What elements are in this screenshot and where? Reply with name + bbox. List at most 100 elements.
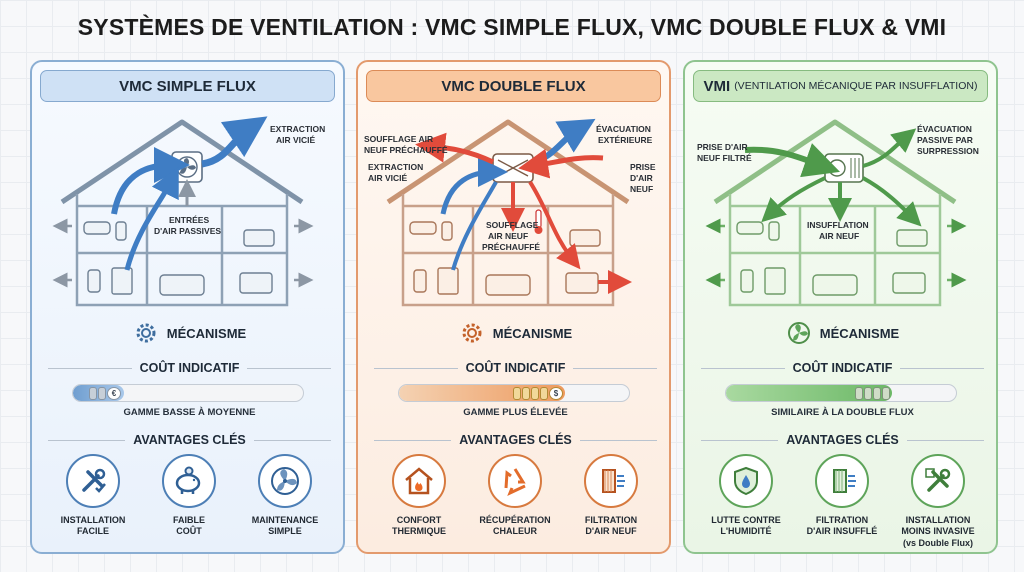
coins-icon: $ (513, 386, 564, 400)
fan-unit-icon (824, 153, 864, 183)
furniture (736, 221, 928, 296)
cost-text: GAMME PLUS ÉLEVÉE (463, 407, 568, 418)
house-fire-icon (405, 467, 433, 495)
advantages-heading: AVANTAGES CLÉS (374, 430, 658, 450)
house-outline (386, 119, 630, 205)
advantage-label: FAIBLE COÛT (172, 515, 205, 537)
cost-text: GAMME BASSE À MOYENNE (123, 407, 256, 418)
advantages-title: AVANTAGES CLÉS (459, 433, 572, 447)
coin (513, 386, 522, 400)
coin (873, 386, 882, 400)
house-diagram: EXTRACTION AIR VICIÉ ENTRÉES D'AIR PASSI… (52, 116, 325, 307)
page-title: SYSTÈMES DE VENTILATION : VMC SIMPLE FLU… (77, 14, 947, 40)
currency-icon: $ (549, 386, 564, 400)
label-extraction: EXTRACTION (270, 124, 325, 134)
cost-heading: COÛT INDICATIF (374, 358, 658, 378)
cost-bar-fill (726, 385, 892, 401)
advantage-label: INSTALLATION FACILE (60, 515, 126, 537)
advantages-heading: AVANTAGES CLÉS (701, 430, 985, 450)
advantages-heading: AVANTAGES CLÉS (48, 430, 332, 450)
cost-bar: $ (398, 384, 630, 402)
mechanism-label: MÉCANISME (166, 325, 247, 341)
fan-unit-icon (171, 151, 203, 183)
panel-title: VMC DOUBLE FLUX (441, 77, 586, 95)
soufflage-right-arrow (528, 180, 581, 270)
shield-drop-icon (734, 466, 758, 496)
label-exterieure: EXTÉRIEURE (598, 135, 653, 145)
coins-icon: € (89, 386, 122, 400)
cost-heading: COÛT INDICATIF (701, 358, 985, 378)
label-extraction: EXTRACTION (368, 162, 423, 172)
cost-text: SIMILAIRE À LA DOUBLE FLUX (771, 407, 914, 418)
cost-heading: COÛT INDICATIF (48, 358, 332, 378)
mechanism-heading: MÉCANISME (32, 318, 343, 348)
advantage-label: CONFORT THERMIQUE (392, 515, 446, 537)
panel-vmc-double-flux: VMC DOUBLE FLUX SOUFFLAGE AIR (356, 60, 671, 554)
coin (98, 386, 107, 400)
coin (531, 386, 540, 400)
thermometer-icon (534, 209, 543, 234)
fan-icon (787, 322, 810, 344)
prise-air-arrow (518, 148, 604, 179)
cost-title: COÛT INDICATIF (792, 361, 893, 375)
wall-outlet-arrows (705, 218, 967, 288)
panel-header: VMC DOUBLE FLUX (366, 70, 661, 102)
advantage-filtration-air-insuffle: FILTRATION D'AIR INSUFFLÉ (797, 454, 887, 538)
label-air-vicie: AIR VICIÉ (276, 135, 316, 145)
coin (89, 386, 98, 400)
gear-icon (136, 323, 156, 343)
tools-icon (82, 468, 106, 493)
label-neuf-prechauffe: NEUF PRÉCHAUFFÉ (364, 145, 448, 155)
evacuation-arrow (862, 128, 917, 168)
label-air-vicie: AIR VICIÉ (368, 173, 408, 183)
furniture (83, 221, 275, 296)
label-soufflage: SOUFFLAGE (486, 220, 539, 230)
mechanism-heading: MÉCANISME (358, 318, 669, 348)
label-prise-air: PRISE D'AIR (697, 142, 748, 152)
label-evacuation: ÉVACUATION (596, 124, 651, 134)
piggy-bank-icon (175, 466, 201, 494)
extraction-arrow (201, 116, 268, 168)
extraction-flow-left (111, 147, 190, 215)
furniture (409, 221, 601, 296)
advantage-installation-facile: INSTALLATION FACILE (48, 454, 138, 538)
house-diagram: PRISE D'AIR NEUF FILTRÉ ÉVACUATION PASSI… (697, 119, 979, 307)
advantage-label: FILTRATION D'AIR INSUFFLÉ (806, 515, 878, 537)
house-outline (713, 119, 957, 205)
coin (855, 386, 864, 400)
label-surpression: SURPRESSION (917, 146, 979, 156)
filter-icon (833, 469, 856, 493)
panel-subtitle: (VENTILATION MÉCANIQUE PAR INSUFFLATION) (734, 80, 978, 92)
panel-title: VMI (703, 77, 731, 95)
mechanism-label: MÉCANISME (492, 325, 573, 341)
advantages-title: AVANTAGES CLÉS (786, 433, 899, 447)
advantage-label: MAINTENANCE SIMPLE (251, 515, 319, 537)
advantage-faible-cout: FAIBLE COÛT (144, 454, 234, 538)
cost-bar (725, 384, 957, 402)
label-insufflation: INSUFFLATION (807, 220, 869, 230)
advantage-label: RÉCUPÉRATION CHALEUR (479, 515, 551, 537)
label-neuf: NEUF (630, 184, 653, 194)
prise-air-arrow (744, 143, 841, 178)
label-prechauffe: PRÉCHAUFFÉ (482, 242, 540, 252)
cost-title: COÛT INDICATIF (465, 361, 566, 375)
label-entrees: ENTRÉES (169, 215, 209, 225)
advantage-confort-thermique: CONFORT THERMIQUE (374, 454, 464, 538)
label-air-neuf: AIR NEUF (488, 231, 528, 241)
advantage-label: LUTTE CONTRE L'HUMIDITÉ (711, 515, 781, 537)
extraction-flow-bath (124, 166, 179, 271)
wall-inlet-arrows (52, 218, 314, 288)
panel-vmi: VMI(VENTILATION MÉCANIQUE PAR INSUFFLATI… (683, 60, 998, 554)
coin (882, 386, 891, 400)
recycle-icon (504, 468, 526, 496)
heat-exchanger-icon (492, 153, 534, 183)
coins-icon (855, 386, 891, 400)
house-outline (60, 119, 304, 205)
label-d-air: D'AIR (630, 173, 653, 183)
advantage-label: FILTRATION D'AIR NEUF (584, 515, 638, 537)
advantage-maintenance-simple: MAINTENANCE SIMPLE (240, 454, 330, 538)
coin (522, 386, 531, 400)
advantage-label: INSTALLATION MOINS INVASIVE (vs Double F… (901, 515, 975, 548)
currency-icon: € (107, 386, 122, 400)
panel-vmc-simple-flux: VMC SIMPLE FLUX EXTRACTI (30, 60, 345, 554)
